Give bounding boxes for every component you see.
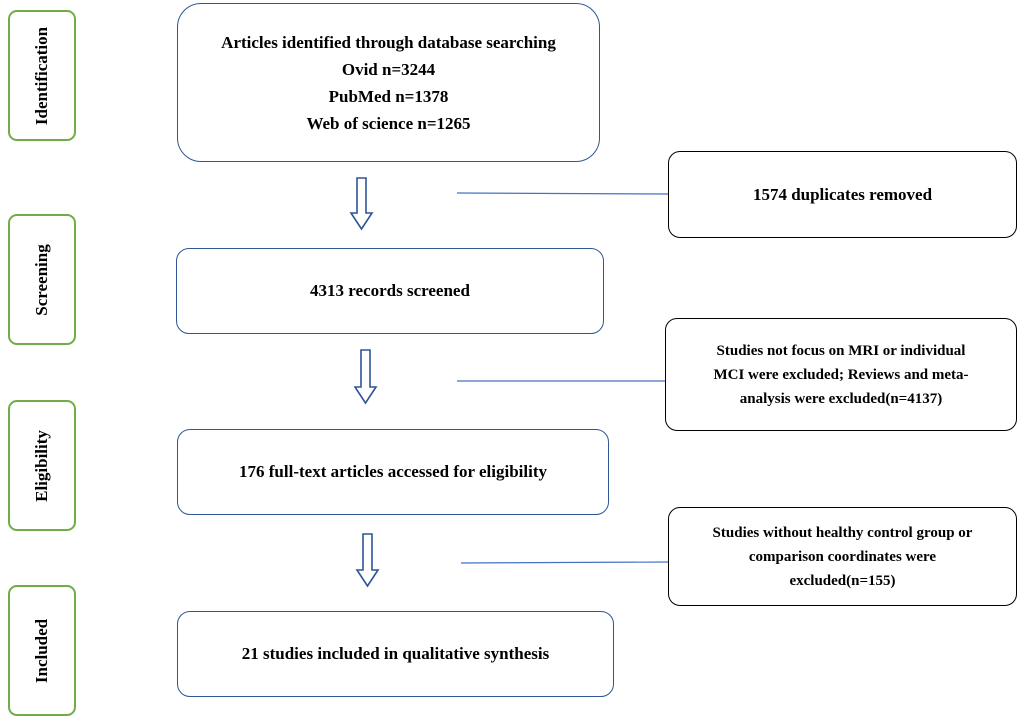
screening-exclusion-line-2: MCI were excluded; Reviews and meta-: [713, 366, 969, 383]
identified-line-1: Articles identified through database sea…: [221, 32, 556, 52]
identified-line-4: Web of science n=1265: [306, 113, 471, 133]
screening-exclusion-line-3: analysis were excluded(n=4137): [739, 390, 943, 407]
box-included: 21 studies included in qualitative synth…: [177, 611, 614, 697]
stage-identification: Identification: [8, 10, 76, 141]
duplicates-text: 1574 duplicates removed: [752, 184, 933, 204]
down-arrow-2: [353, 349, 378, 405]
screened-text: 4313 records screened: [310, 281, 470, 300]
connector-duplicates: [456, 192, 670, 195]
included-text: 21 studies included in qualitative synth…: [241, 644, 550, 663]
connector-eligibility-exclusion: [460, 561, 670, 564]
down-arrow-1: [349, 177, 374, 231]
box-duplicates-removed: 1574 duplicates removed: [668, 151, 1017, 238]
box-screening-exclusion: Studies not focus on MRI or individual M…: [665, 318, 1017, 431]
eligibility-exclusion-line-2: comparison coordinates were: [748, 548, 937, 565]
screening-exclusion-line-1: Studies not focus on MRI or individual: [716, 342, 966, 359]
box-eligibility: 176 full-text articles accessed for elig…: [177, 429, 609, 515]
box-screened: 4313 records screened: [176, 248, 604, 334]
identified-line-3: PubMed n=1378: [328, 86, 449, 106]
box-identified: Articles identified through database sea…: [177, 3, 600, 162]
eligibility-exclusion-line-3: excluded(n=155): [789, 572, 896, 589]
stage-included: Included: [8, 585, 76, 716]
down-arrow-3: [355, 533, 380, 588]
eligibility-text: 176 full-text articles accessed for elig…: [239, 462, 547, 481]
stage-screening: Screening: [8, 214, 76, 345]
box-eligibility-exclusion: Studies without healthy control group or…: [668, 507, 1017, 606]
stage-eligibility: Eligibility: [8, 400, 76, 531]
identified-line-2: Ovid n=3244: [341, 59, 436, 79]
eligibility-exclusion-line-1: Studies without healthy control group or: [712, 524, 973, 541]
